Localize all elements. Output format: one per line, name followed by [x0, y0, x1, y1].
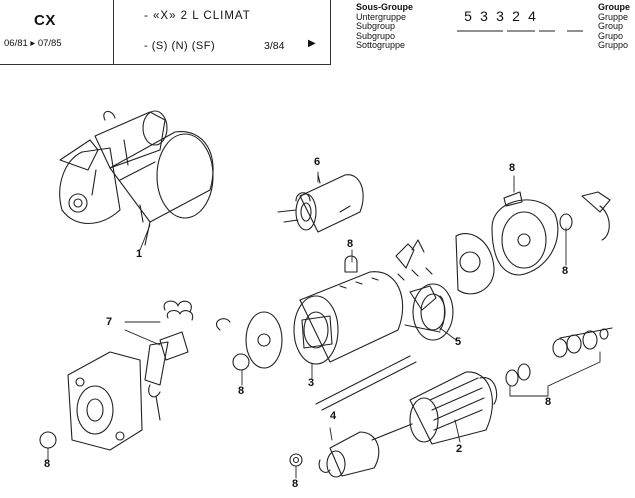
starter-motor-assembly[interactable] — [59, 110, 214, 246]
group-label: Group — [598, 21, 624, 32]
subgroup-label: Sottogruppe — [356, 40, 406, 51]
group-code-digit: 3 — [496, 8, 504, 24]
fork-spring-assembly[interactable] — [144, 300, 194, 421]
callout-3: 3 — [308, 377, 315, 389]
callout-8: 8 — [238, 385, 245, 397]
group-labels: Groupe Gruppe Group Grupo Gruppo — [598, 2, 631, 51]
group-code-digit: 5 — [464, 8, 472, 24]
leader-lines — [47, 171, 601, 479]
callout-7: 7 — [106, 316, 113, 328]
group-label: Grupo — [598, 30, 624, 41]
callout-8: 8 — [509, 162, 516, 174]
group-code-underline — [457, 30, 583, 32]
group-label: Gruppe — [598, 11, 629, 22]
subgroup-labels: Sous-Groupe Untergruppe Subgroup Subgrup… — [356, 2, 414, 51]
callout-2: 2 — [456, 443, 463, 455]
washer-set[interactable] — [505, 328, 609, 387]
brush-plate[interactable] — [412, 283, 454, 341]
pinion-drive[interactable] — [318, 431, 380, 478]
model-dates: 06/81 ▸ 07/85 — [4, 38, 62, 49]
subgroup-label: Sous-Groupe — [356, 2, 414, 12]
subgroup-label: Subgroup — [356, 21, 396, 32]
solenoid[interactable] — [277, 174, 364, 233]
subgroup-label: Subgrupo — [356, 30, 396, 41]
exploded-parts-diagram — [39, 110, 613, 479]
model-box: CX 06/81 ▸ 07/85 — [0, 0, 114, 65]
description-box: - «X» 2 L CLIMAT - (S) (N) (SF) 3/84 ▶ — [113, 0, 331, 65]
callout-8: 8 — [347, 238, 354, 250]
armature[interactable] — [371, 371, 498, 445]
callout-5: 5 — [455, 336, 462, 348]
intermediate-plate[interactable] — [215, 311, 283, 369]
group-code-digit: 2 — [512, 8, 520, 24]
description-line-2: - (S) (N) (SF) — [144, 40, 216, 52]
model-name: CX — [34, 12, 56, 29]
reference-code: 3/84 — [264, 40, 285, 52]
callout-1: 1 — [136, 248, 143, 260]
description-line-1: - «X» 2 L CLIMAT — [144, 10, 251, 22]
next-page-arrow-icon[interactable]: ▶ — [308, 38, 316, 49]
callout-4: 4 — [330, 410, 337, 422]
callout-6: 6 — [314, 156, 321, 168]
subgroup-label: Untergruppe — [356, 11, 407, 22]
group-label: Groupe — [598, 2, 631, 12]
drive-end-housing[interactable] — [67, 351, 143, 451]
callout-8: 8 — [44, 458, 51, 470]
callout-8: 8 — [545, 396, 552, 408]
group-label: Gruppo — [598, 40, 629, 51]
field-yoke-housing[interactable] — [293, 271, 404, 365]
callout-8: 8 — [562, 265, 569, 277]
commutator-end-housing[interactable] — [455, 191, 611, 295]
parts-header: CX 06/81 ▸ 07/85 - «X» 2 L CLIMAT - (S) … — [0, 0, 635, 66]
group-code-digit: 3 — [480, 8, 488, 24]
group-code-digit: 4 — [528, 8, 536, 24]
callout-8: 8 — [292, 478, 299, 490]
